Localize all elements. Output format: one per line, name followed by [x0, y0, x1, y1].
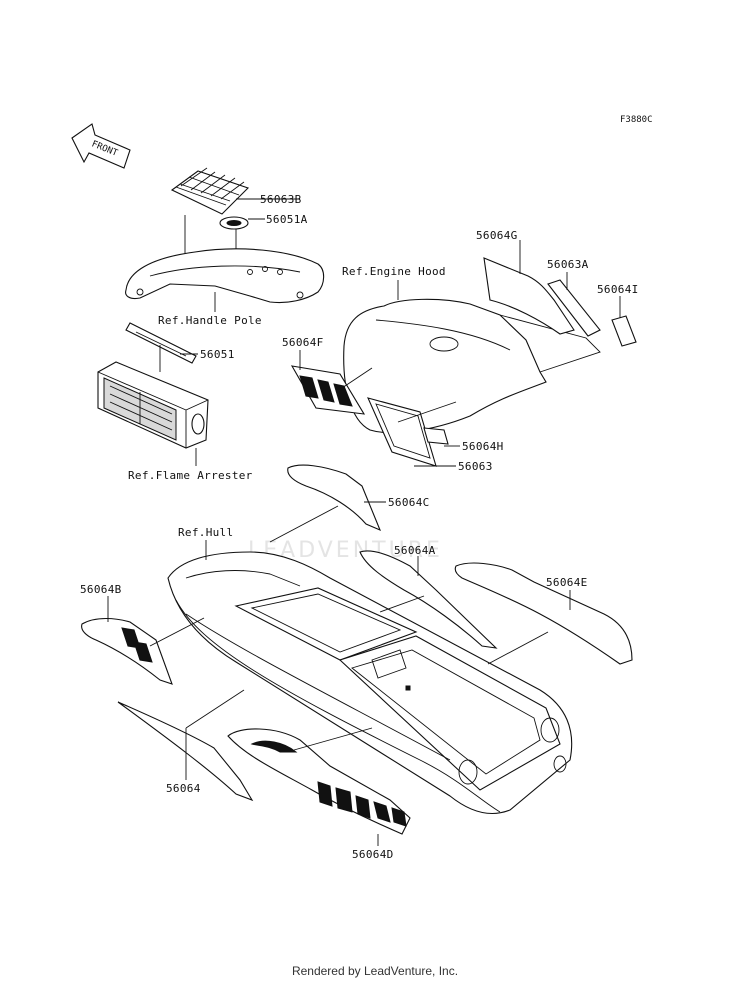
- callout-56064f: 56064F: [282, 336, 324, 349]
- callout-56064c: 56064C: [388, 496, 430, 509]
- callout-ref-engine-hood: Ref.Engine Hood: [342, 265, 446, 278]
- decal-56051a: [219, 216, 249, 230]
- callout-56064b: 56064B: [80, 583, 122, 596]
- decal-56051: [125, 322, 197, 364]
- decal-56064c: [287, 464, 382, 532]
- decal-56064e: [454, 562, 633, 665]
- callout-56064e: 56064E: [546, 576, 588, 589]
- decal-56064i: [611, 315, 637, 347]
- callout-56064: 56064: [166, 782, 201, 795]
- decal-56064b: [81, 617, 173, 685]
- callout-56063a: 56063A: [547, 258, 589, 271]
- decal-56063b: [170, 167, 250, 215]
- decal-56063a: [547, 279, 601, 337]
- callout-56051: 56051: [200, 348, 235, 361]
- diagram-code: F3880C: [620, 115, 653, 125]
- decal-56064f: [290, 365, 366, 415]
- callout-56064i: 56064I: [597, 283, 639, 296]
- handle-pole: [125, 248, 325, 304]
- decal-56064h: [423, 427, 449, 445]
- footer-credit: Rendered by LeadVenture, Inc.: [291, 964, 459, 978]
- callout-56064a: 56064A: [394, 544, 436, 557]
- hull: [167, 551, 573, 815]
- flame-arrester: [97, 361, 209, 449]
- decal-56064: [117, 701, 254, 802]
- decal-56064d: [227, 728, 411, 835]
- engine-hood: [343, 298, 601, 434]
- callout-ref-flame-arrester: Ref.Flame Arrester: [128, 469, 253, 482]
- front-arrow-icon: FRONT: [71, 123, 131, 169]
- callout-ref-hull: Ref.Hull: [178, 526, 233, 539]
- callout-56064d: 56064D: [352, 848, 394, 861]
- callout-56064g: 56064G: [476, 229, 518, 242]
- callout-ref-handle-pole: Ref.Handle Pole: [158, 314, 262, 327]
- decal-56064g: [483, 257, 575, 335]
- callout-56063: 56063: [458, 460, 493, 473]
- callout-56051a: 56051A: [266, 213, 308, 226]
- decal-56064a: [359, 550, 498, 649]
- callout-56064h: 56064H: [462, 440, 504, 453]
- callout-56063b: 56063B: [260, 193, 302, 206]
